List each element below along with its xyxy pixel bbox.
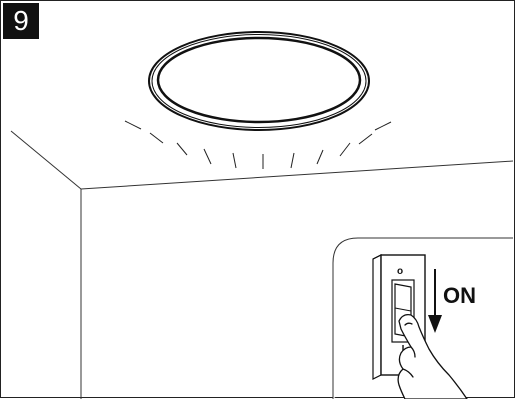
- on-label: ON: [443, 283, 476, 308]
- ceiling-edge: [80, 160, 514, 190]
- ceiling-lamp-icon: [124, 31, 392, 169]
- arrow-down-icon: [428, 269, 442, 333]
- lamp-outer-rim-inner: [151, 34, 367, 128]
- switch-mark-top: o: [397, 266, 403, 277]
- left-wall-edge: [10, 130, 82, 190]
- switch-plate-side: [372, 254, 382, 380]
- step-number-badge: 9: [3, 3, 39, 39]
- step-number: 9: [13, 5, 29, 36]
- hand-pressing-icon: [397, 313, 468, 399]
- light-rays: [124, 120, 392, 169]
- lamp-diffuser: [156, 36, 362, 124]
- lamp-outer-rim: [148, 31, 370, 131]
- room-outline: [10, 130, 514, 399]
